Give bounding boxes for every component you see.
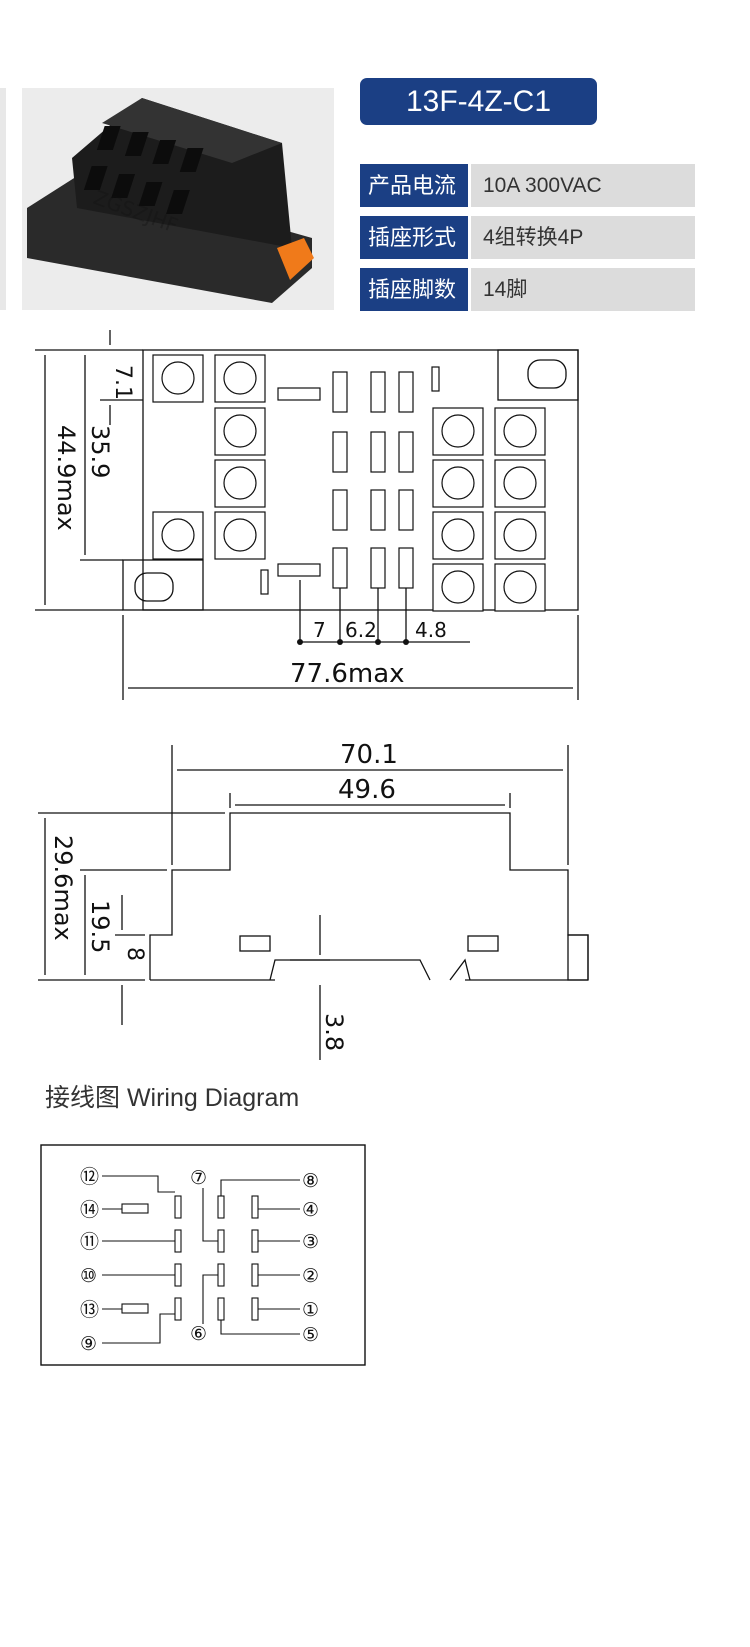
dim-35-9: 35.9 (86, 425, 114, 478)
pin-14-label: ⑭ (80, 1199, 99, 1221)
spec-value: 10A 300VAC (471, 164, 695, 207)
pin-2-label: ② (302, 1265, 319, 1287)
pin-7-label: ⑦ (190, 1167, 207, 1189)
pin-9-label: ⑨ (80, 1333, 97, 1355)
pin-12-label: ⑫ (80, 1166, 99, 1188)
pin-5-label: ⑤ (302, 1324, 319, 1346)
spec-value: 14脚 (471, 268, 695, 311)
dim-77-6: 77.6max (290, 659, 405, 689)
left-image-edge (0, 88, 6, 310)
pin-13-label: ⑬ (80, 1299, 99, 1321)
spec-value: 4组转换4P (471, 216, 695, 259)
dim-7: 7 (313, 618, 326, 642)
spec-row-pin-count: 插座脚数 14脚 (360, 268, 695, 311)
pin-6-label: ⑥ (190, 1323, 207, 1345)
spec-label: 产品电流 (360, 164, 468, 207)
dim-6-2: 6.2 (345, 618, 377, 642)
dim-3-8: 3.8 (320, 1013, 348, 1051)
pin-1-label: ① (302, 1299, 319, 1321)
top-view-drawing: 44.9max 35.9 7.1 7 6.2 4.8 77.6max (35, 330, 579, 700)
side-view-drawing: 70.1 49.6 29.6max 19.5 8 3.8 (38, 740, 589, 1060)
dim-29-6: 29.6max (49, 835, 77, 941)
dim-4-8: 4.8 (415, 618, 447, 642)
dim-8: 8 (122, 947, 147, 961)
wiring-diagram: ⑫ ⑭ ⑪ ⑩ ⑬ ⑨ ⑧ ④ ③ ② ① ⑤ ⑦ ⑥ (40, 1144, 366, 1366)
pin-10-label: ⑩ (80, 1265, 97, 1287)
dim-7-1: 7.1 (110, 365, 135, 400)
dim-70-1: 70.1 (340, 740, 398, 770)
spec-label: 插座脚数 (360, 268, 468, 311)
dim-44-9: 44.9max (52, 425, 80, 531)
wiring-diagram-title: 接线图 Wiring Diagram (45, 1084, 300, 1112)
spec-row-socket-type: 插座形式 4组转换4P (360, 216, 695, 259)
pin-8-label: ⑧ (302, 1170, 319, 1192)
pin-4-label: ④ (302, 1199, 319, 1221)
pin-3-label: ③ (302, 1231, 319, 1253)
spec-label: 插座形式 (360, 216, 468, 259)
model-badge: 13F-4Z-C1 (360, 78, 597, 125)
dim-19-5: 19.5 (86, 900, 114, 953)
dim-49-6: 49.6 (338, 775, 396, 805)
pin-11-label: ⑪ (80, 1231, 99, 1253)
spec-row-current: 产品电流 10A 300VAC (360, 164, 695, 207)
product-photo: ZGSZJHF (22, 88, 334, 310)
